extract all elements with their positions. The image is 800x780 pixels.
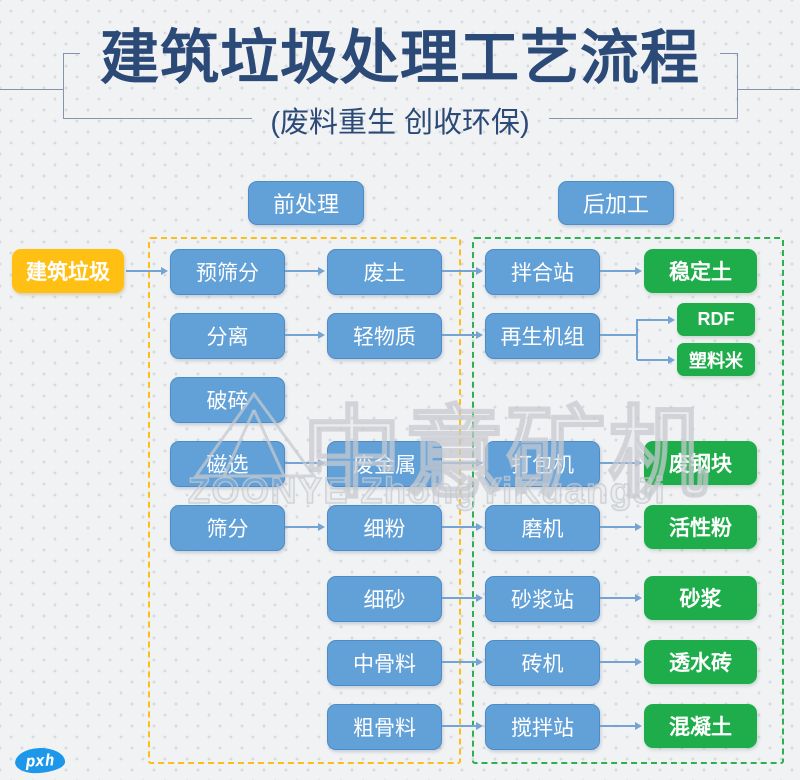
arrow-line (442, 725, 477, 727)
page-subtitle: (废料重生 创收环保) (270, 107, 530, 139)
arrow-line (442, 462, 477, 464)
node-fine_powder: 细粉 (327, 505, 442, 551)
node-crushing: 破碎 (170, 377, 285, 423)
node-pre_screen: 预筛分 (170, 249, 285, 295)
arrow-line (442, 661, 477, 663)
node-regen_unit: 再生机组 (485, 313, 600, 359)
arrow-head (635, 658, 642, 666)
arrow-line (600, 526, 636, 528)
node-mixing_station: 拌合站 (485, 249, 600, 295)
node-mortar: 砂浆 (644, 576, 757, 620)
pxh-badge: pxh (14, 746, 66, 775)
arrow-line (600, 725, 636, 727)
title-bracket-right-stub (720, 53, 737, 54)
arrow-head (476, 331, 483, 339)
arrow-line (126, 270, 162, 272)
arrow-head (635, 722, 642, 730)
arrow-head (318, 523, 325, 531)
node-mill: 磨机 (485, 505, 600, 551)
node-medium_aggregate: 中骨料 (327, 640, 442, 686)
arrow-head (476, 658, 483, 666)
arrow-line (442, 334, 477, 336)
arrow-head (476, 594, 483, 602)
arrow-head (668, 355, 675, 364)
node-separation: 分离 (170, 313, 285, 359)
node-baler: 打包机 (485, 441, 600, 487)
arrow-head (635, 459, 642, 467)
arrow-line (285, 526, 319, 528)
arrow-line (442, 270, 477, 272)
arrow-line (285, 462, 319, 464)
node-stable_soil: 稳定土 (644, 249, 757, 293)
node-mixing_plant: 搅拌站 (485, 704, 600, 750)
title-bracket-right-vertical (737, 53, 738, 119)
node-rdf: RDF (677, 303, 755, 336)
title-bracket-left-horizontal (0, 89, 63, 90)
arrow-line (600, 661, 636, 663)
page-title: 建筑垃圾处理工艺流程 (99, 25, 700, 91)
node-permeable_brick: 透水砖 (644, 640, 757, 684)
arrow-line (600, 334, 637, 336)
subtitle-line-left (63, 118, 252, 119)
arrow-head (635, 594, 642, 602)
node-scrap_steel: 废钢块 (644, 441, 757, 485)
title-bracket-left-stub (63, 53, 80, 54)
arrow-line (600, 597, 636, 599)
arrow-head (476, 523, 483, 531)
arrow-line (285, 334, 319, 336)
arrow-head (668, 315, 675, 324)
title-bracket-right-horizontal (737, 89, 800, 90)
node-fine_sand: 细砂 (327, 576, 442, 622)
arrow-line (637, 318, 669, 321)
node-coarse_aggregate: 粗骨料 (327, 704, 442, 750)
arrow-head (318, 331, 325, 339)
title-bracket-left-vertical (63, 53, 64, 119)
arrow-line (637, 358, 669, 361)
node-plastic_rice: 塑料米 (677, 343, 755, 376)
subtitle-line-right (549, 118, 738, 119)
node-brick_machine: 砖机 (485, 640, 600, 686)
arrow-head (635, 523, 642, 531)
node-light_material: 轻物质 (327, 313, 442, 359)
arrow-line (442, 597, 477, 599)
arrow-head (476, 459, 483, 467)
node-mortar_station: 砂浆站 (485, 576, 600, 622)
post-processing-group-border (472, 237, 784, 764)
arrow-head (635, 267, 642, 275)
pre-processing-group-border (148, 237, 461, 764)
arrow-line (285, 270, 319, 272)
post-processing-header: 后加工 (558, 181, 674, 225)
arrow-head (476, 267, 483, 275)
node-concrete: 混凝土 (644, 704, 757, 748)
arrow-line (600, 462, 636, 464)
node-active_powder: 活性粉 (644, 505, 757, 549)
node-source: 建筑垃圾 (12, 249, 124, 293)
node-magnetic: 磁选 (170, 441, 285, 487)
node-waste_soil: 废土 (327, 249, 442, 295)
arrow-line (600, 270, 636, 272)
pre-processing-header: 前处理 (248, 181, 364, 225)
node-screening: 筛分 (170, 505, 285, 551)
arrow-head (318, 267, 325, 275)
arrow-line (442, 526, 477, 528)
node-scrap_metal: 废金属 (327, 441, 442, 487)
arrow-head (161, 267, 168, 275)
arrow-line-vertical (636, 319, 638, 360)
arrow-head (318, 459, 325, 467)
arrow-head (476, 722, 483, 730)
